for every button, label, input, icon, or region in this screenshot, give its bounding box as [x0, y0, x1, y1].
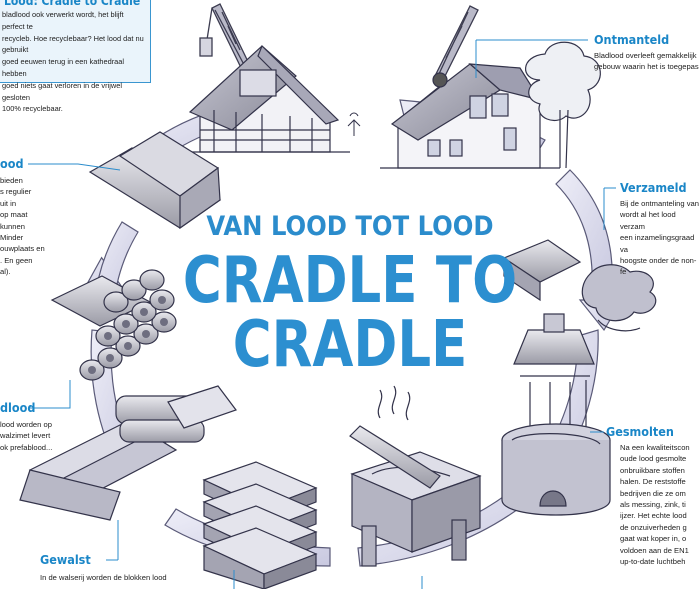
rolling-mill-icon: [19, 385, 237, 521]
lead-sheet-icon: [88, 131, 222, 230]
step-verzameld-title: Verzameld: [620, 180, 687, 195]
step-verzameld-text: Bij de ontmanteling van wordt al het loo…: [620, 199, 699, 277]
lead-roll-icon: [50, 269, 177, 381]
center-subtitle: VAN LOOD TOT LOOD: [206, 211, 494, 242]
house-icon: [380, 63, 560, 169]
step-gesmolten-title: Gesmolten: [606, 424, 674, 439]
center-title-line2: CRADLE: [232, 308, 468, 382]
step-gewalst-text: In de walserij worden de blokken lood: [40, 573, 167, 582]
step-ontmanteld-text: Bladlood overleeft gemakkelijk gebouw wa…: [594, 51, 699, 72]
scrap-lead-icon: [502, 239, 657, 332]
lead-ingot-icon: [202, 461, 318, 589]
house-icon: [180, 44, 350, 153]
step-prefab-title: ood: [0, 156, 24, 171]
furnace-icon: [501, 313, 611, 516]
intro-title: Lood: Cradle to Cradle: [4, 0, 141, 8]
step-prefab-text: bieden s regulier uit in op maat kunnen …: [0, 176, 45, 277]
callout-lines: [28, 39, 616, 589]
step-gewalst-title: Gewalst: [40, 552, 91, 567]
step-ontmanteld-title: Ontmanteld: [594, 32, 670, 47]
crane-icon: [199, 3, 479, 83]
step-gesmolten-text: Na een kwaliteitscon oude lood gesmolte …: [620, 443, 690, 567]
intro-box: Lood: Cradle to Cradle bladlood ook verw…: [0, 0, 151, 113]
plant-icon: [347, 112, 361, 136]
step-bladlood-title: dlood: [0, 400, 36, 415]
mold-icon: [349, 385, 482, 567]
center-title-line1: CRADLE TO: [182, 244, 518, 318]
intro-text: bladlood ook verwerkt wordt, het blijft …: [2, 10, 144, 114]
tree-icon: [525, 41, 601, 169]
step-bladlood-text: lood worden op walzimet levert ok prefab…: [0, 420, 53, 452]
